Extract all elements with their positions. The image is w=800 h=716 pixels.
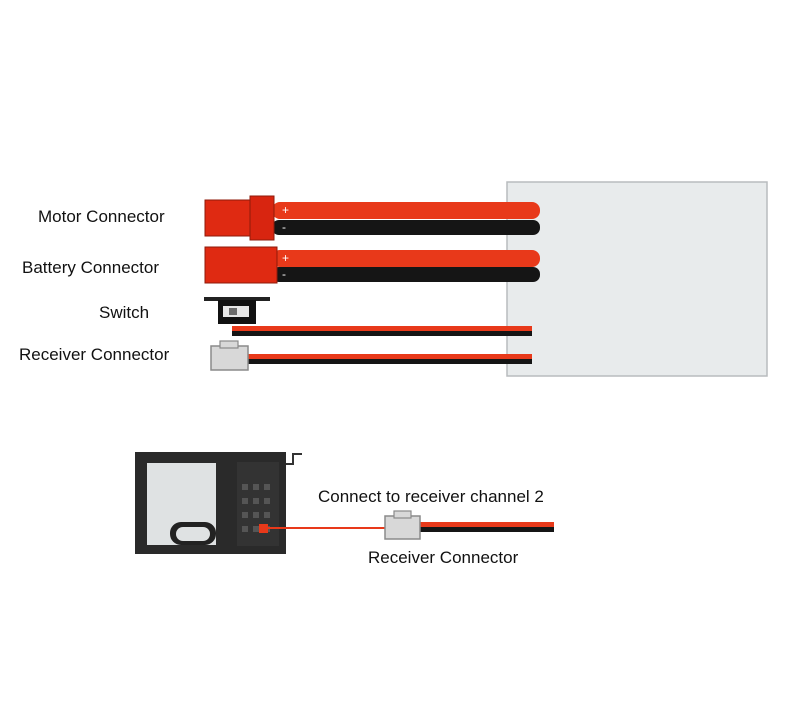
esc-body xyxy=(506,181,768,377)
receiver-connector-bottom-label: Receiver Connector xyxy=(368,548,519,567)
motor-connector: + - xyxy=(204,195,540,241)
motor-minus-sign: - xyxy=(282,220,286,234)
switch xyxy=(204,297,532,336)
motor-plus-sign: + xyxy=(282,203,289,217)
receiver-unit xyxy=(135,452,302,554)
battery-plus-sign: + xyxy=(282,251,289,265)
switch-label: Switch xyxy=(99,303,150,322)
battery-minus-sign: - xyxy=(282,267,286,281)
motor-connector-label: Motor Connector xyxy=(38,207,165,226)
receiver-connector-label: Receiver Connector xyxy=(19,345,170,364)
battery-connector: + - xyxy=(204,246,540,284)
receiver-connector-bottom xyxy=(384,510,554,540)
receiver-connector-top xyxy=(210,340,532,371)
battery-connector-label: Battery Connector xyxy=(22,258,160,277)
connect-channel-label: Connect to receiver channel 2 xyxy=(318,487,544,506)
